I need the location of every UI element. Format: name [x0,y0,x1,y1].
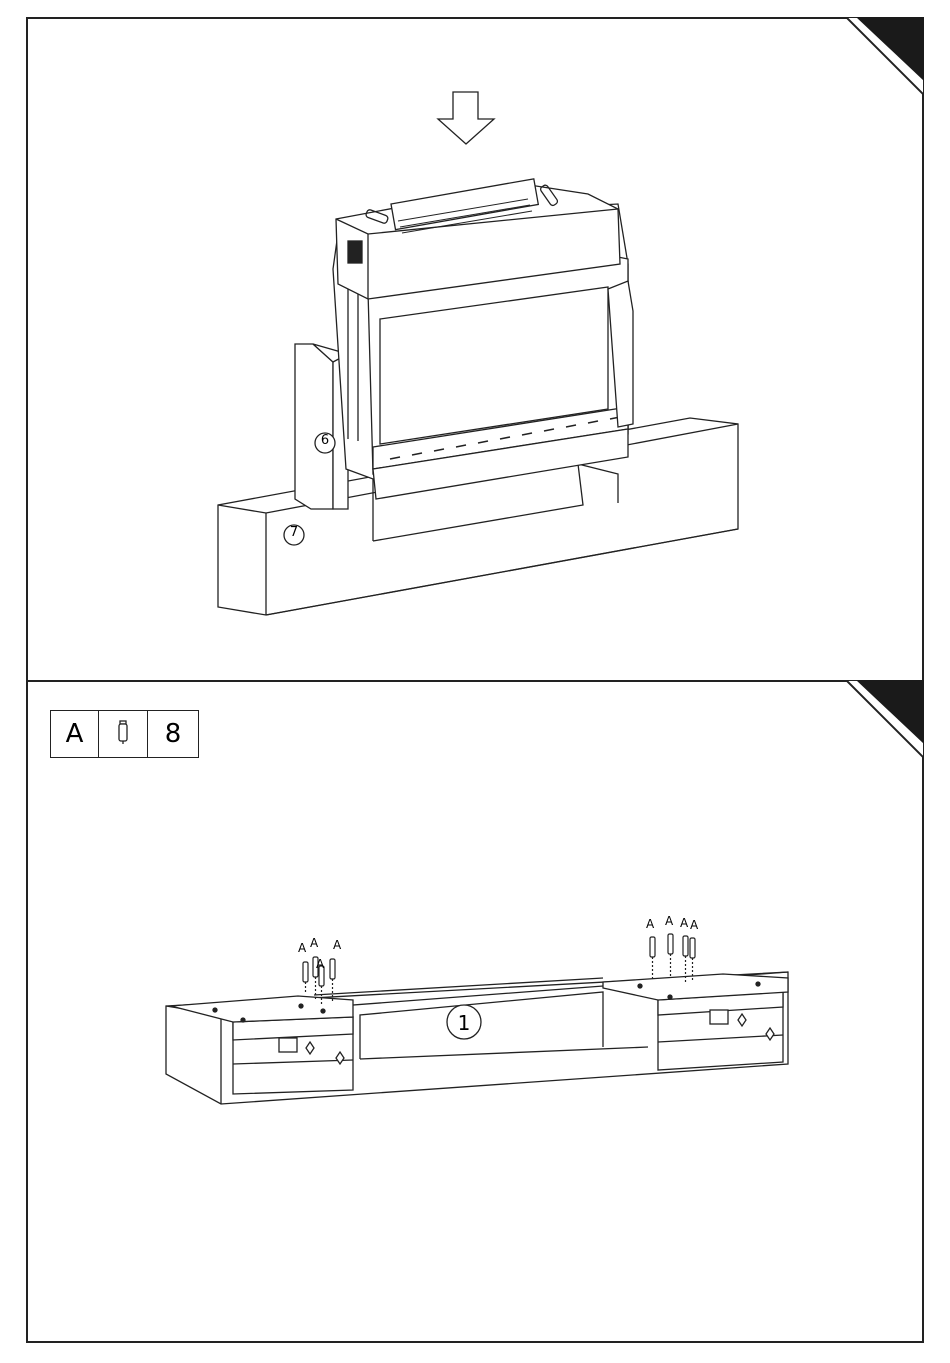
part-label-6: 6 [318,433,332,448]
screw-label: A [333,938,341,952]
part-label-1: 1 [456,1011,472,1035]
cabinet-screw-illustration [28,682,926,1345]
screw-group-right [650,934,695,982]
screw-label: A [690,918,698,932]
fireplace-insertion-illustration [28,19,926,684]
down-arrow-icon [438,92,494,144]
step-panel-top: 6 7 [26,17,924,682]
screw-label: A [646,917,654,931]
step-panel-bottom: A 8 [26,680,924,1343]
firebox-body [333,179,633,499]
screw-label: A [665,914,673,928]
part-label-7: 7 [287,525,301,540]
screw-label: A [298,941,306,955]
screw-label: A [316,957,324,971]
screw-label: A [310,936,318,950]
cabinet-base [166,972,788,1104]
screw-label: A [680,916,688,930]
